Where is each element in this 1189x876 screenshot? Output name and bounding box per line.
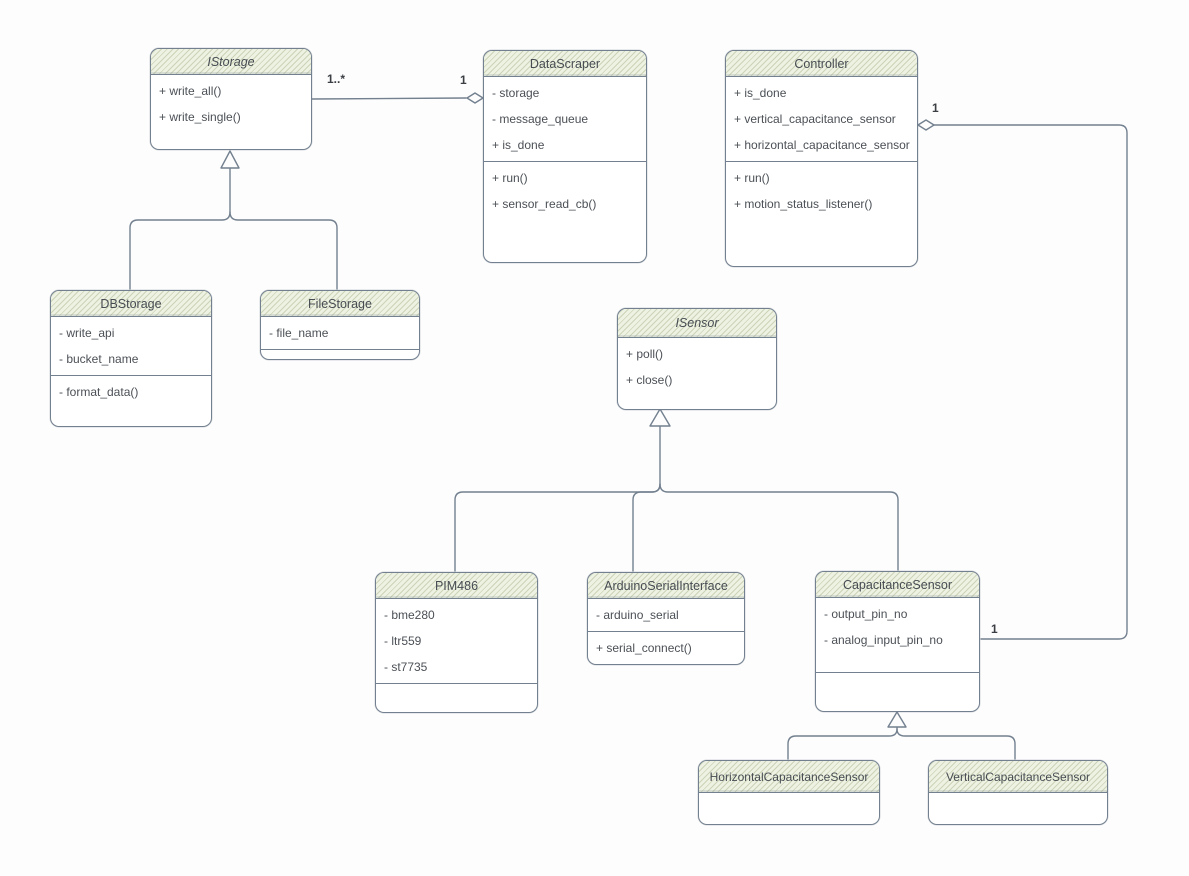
attribute: + horizontal_capacitance_sensor (734, 138, 910, 152)
method: + poll() (626, 347, 664, 361)
class-pim486-attributes: - bme280 - ltr559 - st7735 (376, 599, 537, 683)
class-capacitancesensor-attributes: - output_pin_no - analog_input_pin_no (816, 598, 979, 672)
method: - format_data() (59, 385, 139, 399)
class-isensor-methods: + poll() + close() (618, 338, 776, 409)
class-arduinoserialinterface-methods: + serial_connect() (588, 631, 744, 664)
class-verticalcapacitancesensor-body-empty (929, 793, 1107, 824)
class-arduinoserialinterface-attributes: - arduino_serial (588, 599, 744, 631)
class-istorage-title: IStorage (151, 49, 311, 75)
class-dbstorage-methods: - format_data() (51, 375, 211, 426)
class-filestorage-attributes: - file_name (261, 317, 419, 349)
class-filestorage-title: FileStorage (261, 291, 419, 317)
attribute: - arduino_serial (596, 608, 679, 622)
attribute: - storage (492, 86, 540, 100)
inheritance-arrow (220, 150, 240, 169)
class-isensor-title: ISensor (618, 309, 776, 338)
class-pim486[interactable]: PIM486 - bme280 - ltr559 - st7735 (375, 572, 538, 713)
multiplicity-label: 1 (991, 622, 998, 636)
class-pim486-title: PIM486 (376, 573, 537, 599)
attribute: + is_done (734, 86, 787, 100)
class-dbstorage-attributes: - write_api - bucket_name (51, 317, 211, 375)
attribute: + is_done (492, 138, 545, 152)
inheritance-edge-verticalcapacitancesensor-capacitancesensor[interactable] (887, 711, 1016, 760)
inheritance-edge-horizontalcapacitancesensor-capacitancesensor[interactable] (787, 726, 898, 760)
inheritance-edge-filestorage-istorage[interactable] (220, 150, 338, 290)
attribute: - write_api (59, 326, 115, 340)
class-verticalcapacitancesensor[interactable]: VerticalCapacitanceSensor (928, 760, 1108, 825)
inheritance-arrow (887, 711, 907, 728)
class-horizontalcapacitancesensor[interactable]: HorizontalCapacitanceSensor (698, 760, 880, 825)
attribute: - file_name (269, 326, 329, 340)
class-verticalcapacitancesensor-title: VerticalCapacitanceSensor (929, 761, 1107, 793)
inheritance-edge-pim486-isensor[interactable] (454, 425, 661, 572)
class-istorage-methods: + write_all() + write_single() (151, 75, 311, 149)
multiplicity-label: 1 (460, 73, 467, 87)
class-controller-title: Controller (726, 51, 917, 77)
attribute: - bucket_name (59, 352, 139, 366)
class-arduinoserialinterface-title: ArduinoSerialInterface (588, 573, 744, 599)
class-controller-methods: + run() + motion_status_listener() (726, 161, 917, 266)
inheritance-edge-dbstorage-istorage[interactable] (129, 167, 231, 290)
class-controller[interactable]: Controller + is_done + vertical_capacita… (725, 50, 918, 267)
attribute: - message_queue (492, 112, 589, 126)
inheritance-edge-arduinoserialinterface-isensor[interactable] (632, 483, 661, 572)
method: + sensor_read_cb() (492, 197, 597, 211)
method: + write_single() (159, 110, 241, 124)
attribute: - st7735 (384, 660, 428, 674)
class-capacitancesensor-methods-empty (816, 672, 979, 711)
method: + run() (492, 171, 528, 185)
class-dbstorage-title: DBStorage (51, 291, 211, 317)
method: + close() (626, 373, 673, 387)
class-horizontalcapacitancesensor-title: HorizontalCapacitanceSensor (699, 761, 879, 793)
class-capacitancesensor-title: CapacitanceSensor (816, 572, 979, 598)
method: + motion_status_listener() (734, 197, 873, 211)
attribute: - ltr559 (384, 634, 422, 648)
multiplicity-label: 1..* (327, 72, 345, 86)
aggregation-edge-controller-capacitancesensor[interactable]: 1 1 (917, 101, 1128, 640)
class-datascraper-title: DataScraper (484, 51, 646, 77)
class-capacitancesensor[interactable]: CapacitanceSensor - output_pin_no - anal… (815, 571, 980, 712)
class-datascraper[interactable]: DataScraper - storage - message_queue + … (483, 50, 647, 263)
aggregation-edge-datascraper-istorage[interactable]: 1..* 1 (311, 72, 484, 104)
class-dbstorage[interactable]: DBStorage - write_api - bucket_name - fo… (50, 290, 212, 427)
attribute: - output_pin_no (824, 607, 908, 621)
method: + write_all() (159, 84, 222, 98)
attribute: - bme280 (384, 608, 435, 622)
method: + run() (734, 171, 770, 185)
attribute: - analog_input_pin_no (824, 633, 943, 647)
class-filestorage-methods-empty (261, 349, 419, 359)
class-arduinoserialinterface[interactable]: ArduinoSerialInterface - arduino_serial … (587, 572, 745, 665)
class-datascraper-attributes: - storage - message_queue + is_done (484, 77, 646, 161)
method: + serial_connect() (596, 641, 692, 655)
class-isensor[interactable]: ISensor + poll() + close() (617, 308, 777, 410)
class-istorage[interactable]: IStorage + write_all() + write_single() (150, 48, 312, 150)
class-pim486-methods-empty (376, 683, 537, 716)
class-filestorage[interactable]: FileStorage - file_name (260, 290, 420, 360)
inheritance-edge-capacitancesensor-isensor[interactable] (649, 408, 899, 571)
attribute: + vertical_capacitance_sensor (734, 112, 896, 126)
inheritance-arrow (649, 408, 671, 427)
class-horizontalcapacitancesensor-body-empty (699, 793, 879, 824)
multiplicity-label: 1 (932, 101, 939, 115)
class-datascraper-methods: + run() + sensor_read_cb() (484, 161, 646, 262)
class-controller-attributes: + is_done + vertical_capacitance_sensor … (726, 77, 917, 161)
